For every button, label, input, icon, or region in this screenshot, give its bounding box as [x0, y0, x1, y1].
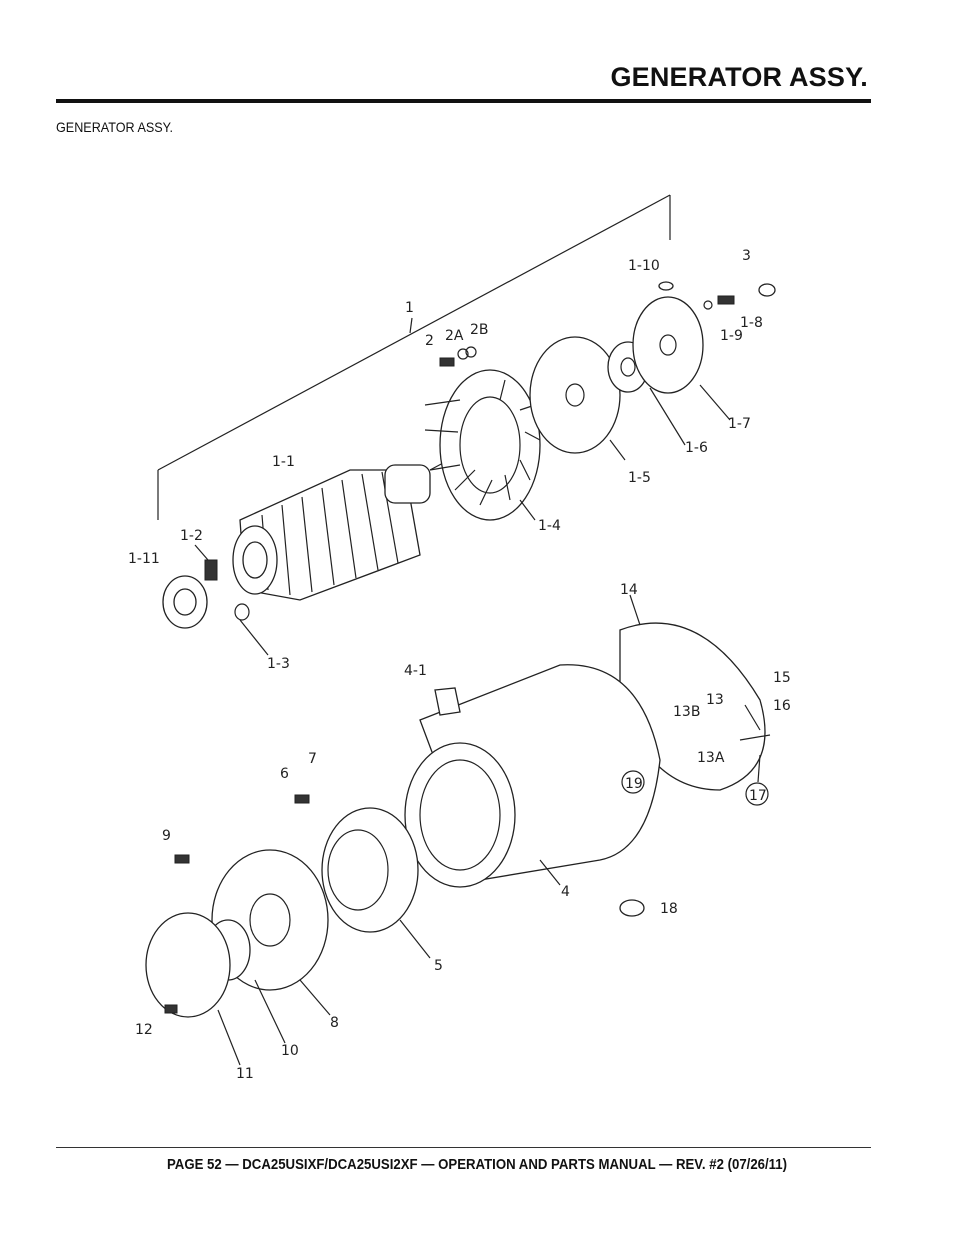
- nut-icon: [758, 283, 776, 297]
- callout-label: 4: [561, 884, 570, 900]
- callout-circle: [621, 770, 645, 794]
- leader-lines: [194, 384, 761, 1066]
- rotor-armature: [232, 461, 446, 601]
- exciter-field: [321, 807, 419, 933]
- callout-label: 4-1: [404, 663, 427, 679]
- callout-label: 19: [625, 776, 643, 792]
- bearing: [162, 575, 208, 629]
- key-icon: [658, 281, 674, 291]
- callout-label: 3: [742, 248, 751, 264]
- bolt-icon: [717, 295, 735, 305]
- washer-icon: [465, 346, 477, 358]
- callout-label: 1-5: [628, 470, 651, 486]
- section-subtitle: GENERATOR ASSY.: [56, 119, 173, 135]
- callout-label: 1-8: [740, 315, 763, 331]
- flywheel-plate: [632, 296, 704, 394]
- callout-label: 13A: [697, 750, 725, 766]
- callout-label: 1-3: [267, 656, 290, 672]
- callout-label: 11: [236, 1066, 254, 1082]
- callout-label: 14: [620, 582, 638, 598]
- screw-icon: [164, 1004, 178, 1014]
- callout-label: 1-1: [272, 454, 295, 470]
- callout-label: 15: [773, 670, 791, 686]
- callout-label: 18: [660, 901, 678, 917]
- bolt-icon: [439, 357, 455, 367]
- page-footer: PAGE 52 — DCA25USIXF/DCA25USI2XF — OPERA…: [166, 1156, 788, 1173]
- callout-label: 1-2: [180, 528, 203, 544]
- screw-icon: [294, 794, 310, 804]
- snap-ring: [234, 603, 250, 621]
- callout-label: 13B: [673, 704, 700, 720]
- callout-label: 1-4: [538, 518, 561, 534]
- stator-housing: [404, 664, 661, 888]
- rear-cover: [145, 912, 231, 1018]
- callout-label: 1-10: [628, 258, 660, 274]
- title-divider: [56, 99, 871, 103]
- callout-label: 6: [280, 766, 289, 782]
- callout-label: 16: [773, 698, 791, 714]
- screw-icon: [174, 854, 190, 864]
- washer-icon: [457, 348, 469, 360]
- callout-label: 2: [425, 333, 434, 349]
- footer-divider: [56, 1147, 871, 1148]
- terminal-cap: [434, 687, 461, 716]
- callout-label: 9: [162, 828, 171, 844]
- callout-label: 13: [706, 692, 724, 708]
- callout-label: 8: [330, 1015, 339, 1031]
- callout-label: 1-7: [728, 416, 751, 432]
- vibration-mount: [619, 899, 645, 917]
- assembly-bracket: [157, 194, 671, 520]
- cooling-fan: [424, 369, 541, 521]
- callout-label: 17: [749, 788, 767, 804]
- callout-label: 12: [135, 1022, 153, 1038]
- clamp-band: [739, 734, 771, 741]
- callout-labels: 1 1-1 1-2 1-3 1-4 1-5 1-6 1-7 1-8 1-9 1-…: [128, 248, 791, 1082]
- callout-label: 5: [434, 958, 443, 974]
- callout-label: 1-6: [685, 440, 708, 456]
- callout-label: 7: [308, 751, 317, 767]
- callout-label: 2B: [470, 322, 489, 338]
- page-title: GENERATOR ASSY.: [610, 62, 868, 92]
- callout-label: 1-11: [128, 551, 160, 567]
- callout-label: 2A: [445, 328, 464, 344]
- brush-holder: [204, 559, 218, 581]
- callout-circle: [745, 782, 769, 806]
- callout-label: 1-9: [720, 328, 743, 344]
- washer-icon: [703, 300, 713, 310]
- coupling-disk: [529, 336, 621, 454]
- callout-label: 10: [281, 1043, 299, 1059]
- callout-label: 1: [405, 300, 414, 316]
